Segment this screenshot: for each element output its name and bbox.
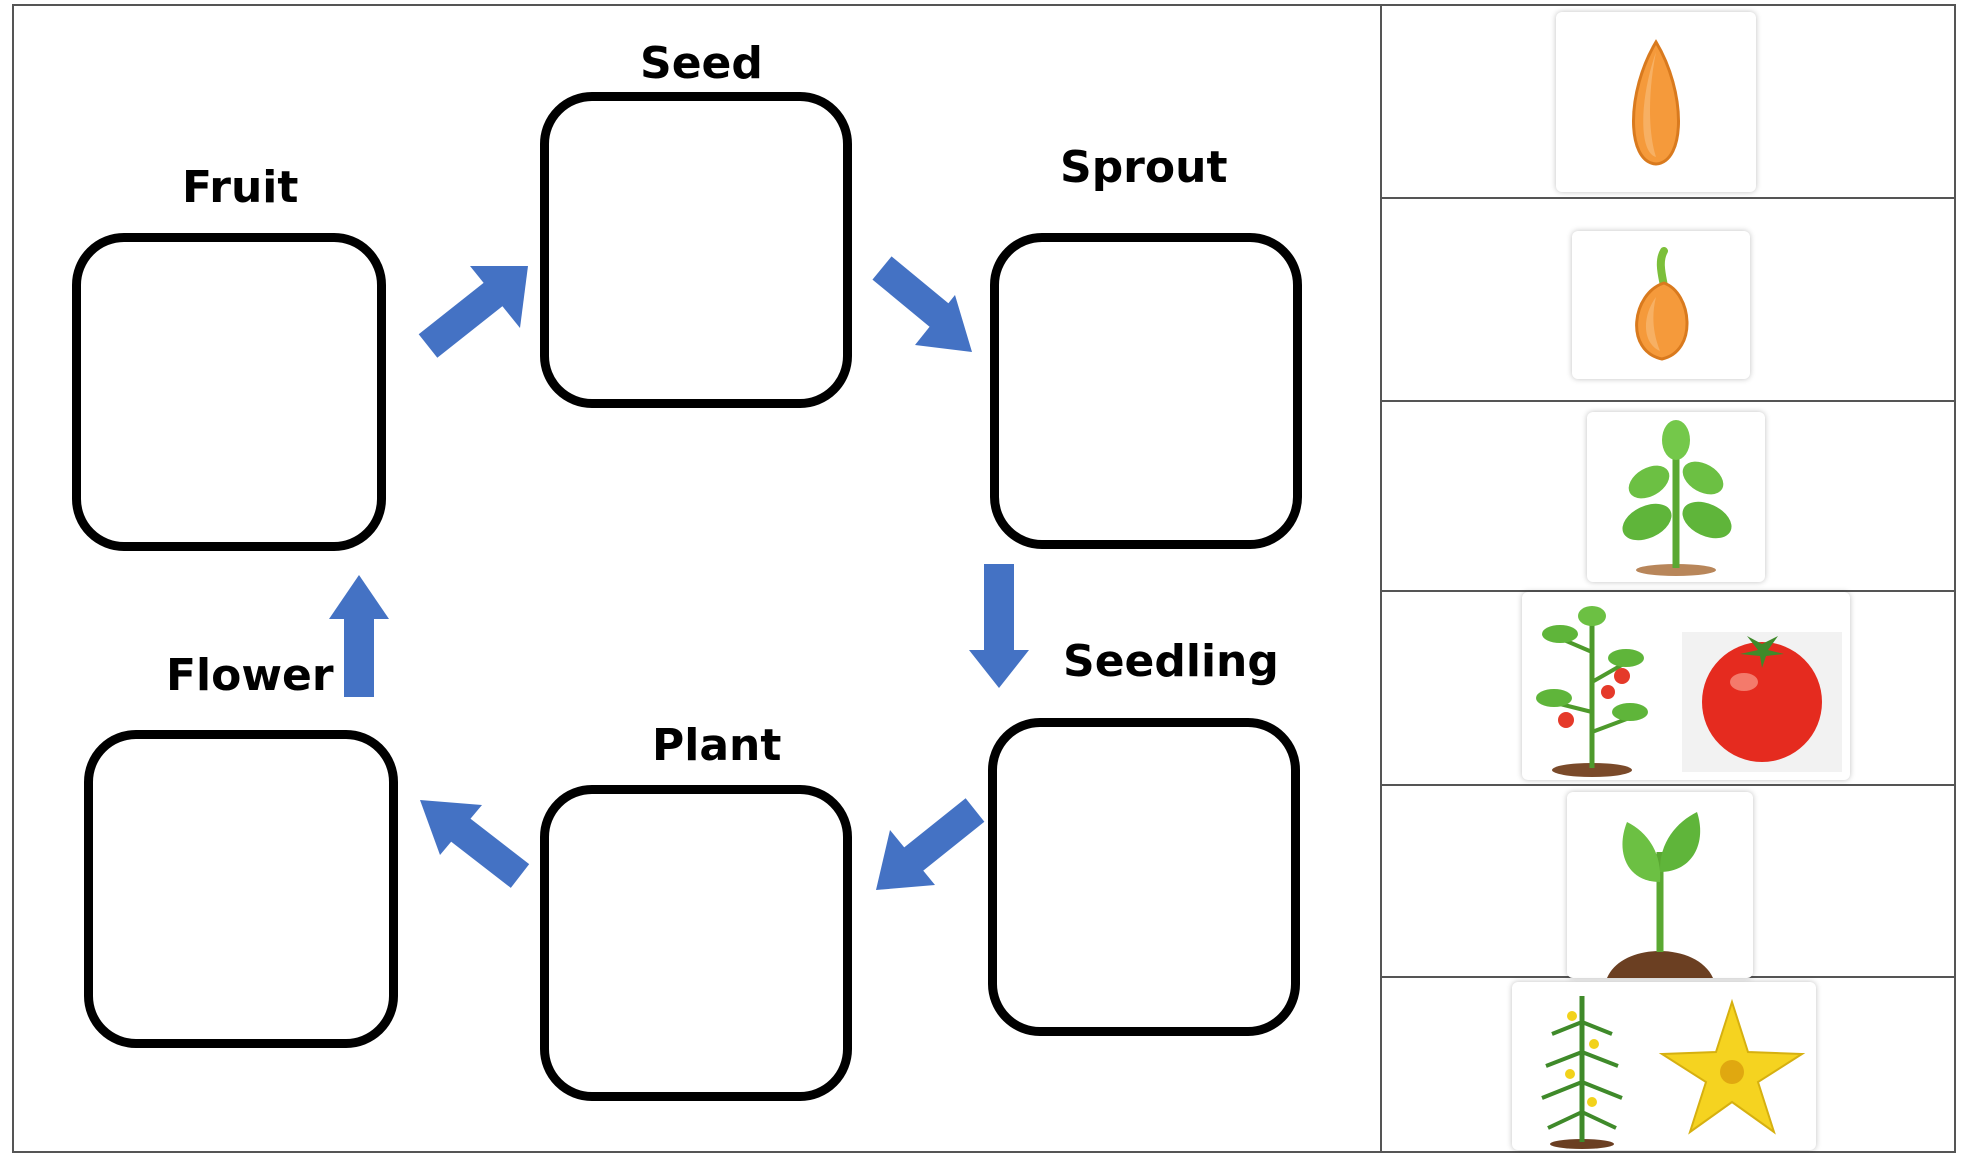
tomato-plant-and-fruit-icon[interactable] bbox=[1522, 592, 1850, 780]
stage-label-seedling: Seedling bbox=[1063, 636, 1279, 687]
picture-cell bbox=[1382, 4, 1956, 199]
arrow-seed-to-sprout bbox=[872, 256, 972, 352]
stage-box-flower[interactable] bbox=[84, 730, 398, 1048]
worksheet-frame bbox=[12, 4, 1956, 1153]
seed-picture bbox=[1632, 39, 1680, 166]
arrow-sprout-to-seedling bbox=[969, 564, 1029, 688]
arrow-fruit-to-seed bbox=[418, 266, 528, 358]
stage-box-plant[interactable] bbox=[540, 785, 852, 1101]
picture-cell bbox=[1382, 786, 1956, 978]
stage-label-seed: Seed bbox=[640, 38, 763, 89]
stage-label-flower: Flower bbox=[166, 650, 334, 701]
sprouting-seed-icon[interactable] bbox=[1572, 231, 1750, 379]
flowering-plant-and-flower-icon[interactable] bbox=[1512, 982, 1816, 1150]
seedling-picture bbox=[1607, 812, 1713, 978]
seedling-icon[interactable] bbox=[1567, 792, 1753, 978]
arrow-plant-to-flower bbox=[420, 800, 530, 888]
stage-box-fruit[interactable] bbox=[72, 233, 386, 551]
stage-label-sprout: Sprout bbox=[1060, 142, 1228, 193]
stage-label-plant: Plant bbox=[652, 720, 782, 771]
stage-box-seed[interactable] bbox=[540, 92, 852, 408]
leafy-plant-icon[interactable] bbox=[1587, 412, 1765, 582]
sprouting-seed-picture bbox=[1635, 247, 1689, 361]
tomato-plant-and-fruit-picture bbox=[1536, 606, 1842, 777]
cycle-arrows bbox=[329, 256, 1029, 890]
arrow-flower-to-fruit bbox=[329, 575, 389, 697]
picture-cell bbox=[1382, 978, 1956, 1153]
picture-cell bbox=[1382, 402, 1956, 592]
picture-cell bbox=[1382, 592, 1956, 786]
leafy-plant-picture bbox=[1622, 420, 1732, 576]
picture-cell bbox=[1382, 199, 1956, 402]
seed-icon[interactable] bbox=[1556, 12, 1756, 192]
arrow-seedling-to-plant bbox=[876, 798, 985, 890]
flowering-plant-and-flower-picture bbox=[1541, 996, 1806, 1149]
column-divider bbox=[1380, 4, 1382, 1153]
stage-box-sprout[interactable] bbox=[990, 233, 1302, 549]
stage-box-seedling[interactable] bbox=[988, 718, 1300, 1036]
stage-label-fruit: Fruit bbox=[182, 162, 299, 213]
